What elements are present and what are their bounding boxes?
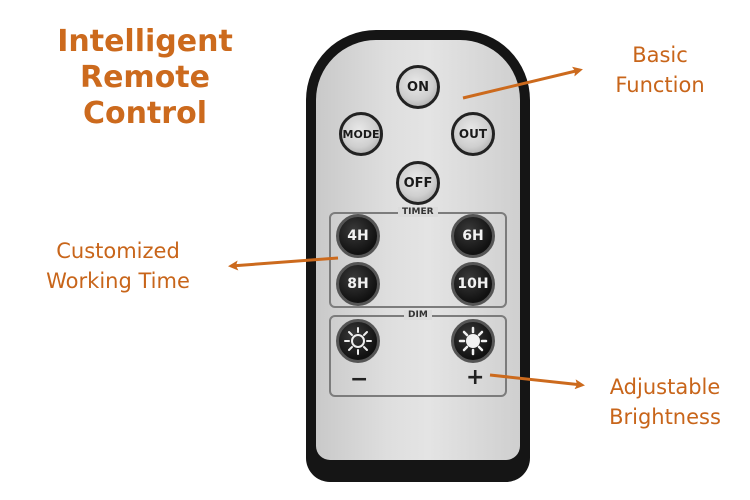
- callout-time-line-1: Customized: [56, 239, 180, 263]
- plus-sign: +: [466, 365, 485, 390]
- minus-sign: −: [350, 367, 369, 392]
- timer-8h-button[interactable]: 8H: [336, 262, 380, 306]
- callout-bright-line-1: Adjustable: [609, 375, 721, 399]
- timer-6h-label: 6H: [462, 228, 484, 244]
- arrow-right-icon: [489, 373, 585, 390]
- off-button[interactable]: OFF: [396, 161, 440, 205]
- timer-8h-label: 8H: [347, 276, 369, 292]
- timer-10h-label: 10H: [457, 276, 489, 292]
- dim-down-button[interactable]: [336, 319, 380, 363]
- sun-filled-icon: [458, 326, 488, 356]
- timer-4h-button[interactable]: 4H: [336, 214, 380, 258]
- callout-basic-line-2: Function: [615, 73, 705, 97]
- timer-10h-button[interactable]: 10H: [451, 262, 495, 306]
- callout-working-time: Customized Working Time: [28, 236, 208, 296]
- on-button-label: ON: [407, 79, 429, 95]
- timer-4h-label: 4H: [347, 228, 369, 244]
- dim-panel-title: DIM: [404, 310, 432, 320]
- off-button-label: OFF: [403, 175, 433, 191]
- title-line-1: Intelligent: [57, 24, 233, 59]
- on-button[interactable]: ON: [396, 65, 440, 109]
- title-line-2: Remote Control: [79, 60, 210, 131]
- mode-button[interactable]: MODE: [339, 112, 383, 156]
- dim-up-button[interactable]: [451, 319, 495, 363]
- out-button-label: OUT: [458, 127, 488, 141]
- page-title: Intelligent Remote Control: [14, 24, 276, 132]
- callout-basic-line-1: Basic: [632, 43, 688, 67]
- mode-button-label: MODE: [342, 127, 380, 141]
- timer-6h-button[interactable]: 6H: [451, 214, 495, 258]
- arrow-right-icon: [462, 66, 583, 100]
- callout-time-line-2: Working Time: [46, 269, 190, 293]
- out-button[interactable]: OUT: [451, 112, 495, 156]
- arrow-left-icon: [228, 256, 339, 271]
- sun-outline-icon: [344, 327, 372, 355]
- timer-panel-title: TIMER: [398, 207, 438, 217]
- callout-brightness: Adjustable Brightness: [590, 372, 740, 432]
- callout-bright-line-2: Brightness: [609, 405, 721, 429]
- callout-basic-function: Basic Function: [595, 40, 725, 100]
